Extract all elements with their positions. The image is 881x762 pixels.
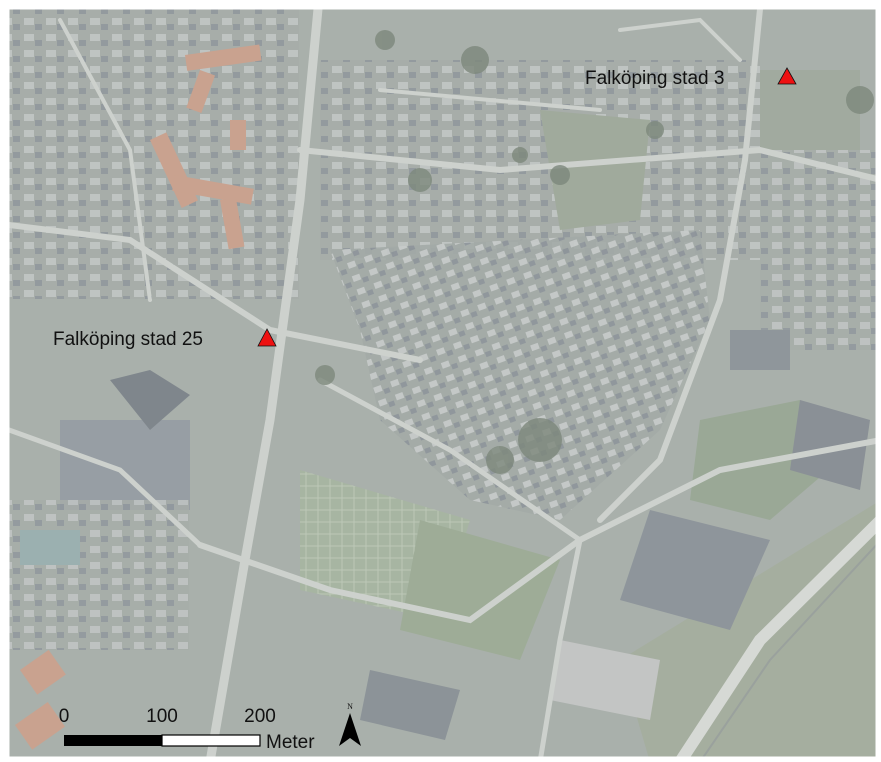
- site-triangle-stad-3: [777, 67, 797, 85]
- site-marker-stad-3[interactable]: Falköping stad 3: [585, 67, 797, 89]
- apartment-blocks: [14, 44, 262, 750]
- map-frame: [9, 9, 876, 757]
- map-border: [8, 8, 877, 758]
- scale-bar: 0 100 200 Meter: [59, 706, 316, 753]
- vegetation: [315, 30, 874, 474]
- scale-tick-0: 0: [59, 706, 70, 727]
- scale-tick-200: 200: [244, 706, 276, 727]
- north-label: N: [347, 702, 353, 711]
- large-buildings: [20, 330, 870, 740]
- scale-unit: Meter: [266, 732, 315, 753]
- north-arrow-icon: N: [339, 702, 361, 746]
- site-triangle-stad-25: [257, 328, 277, 347]
- scale-tick-100: 100: [146, 706, 178, 727]
- scale-segment-black: [64, 735, 162, 746]
- site-label-stad-3: Falköping stad 3: [585, 68, 724, 89]
- site-label-stad-25: Falköping stad 25: [53, 329, 203, 350]
- site-marker-stad-25[interactable]: Falköping stad 25: [53, 328, 277, 350]
- scale-segment-white: [161, 734, 261, 747]
- roads: [9, 9, 876, 757]
